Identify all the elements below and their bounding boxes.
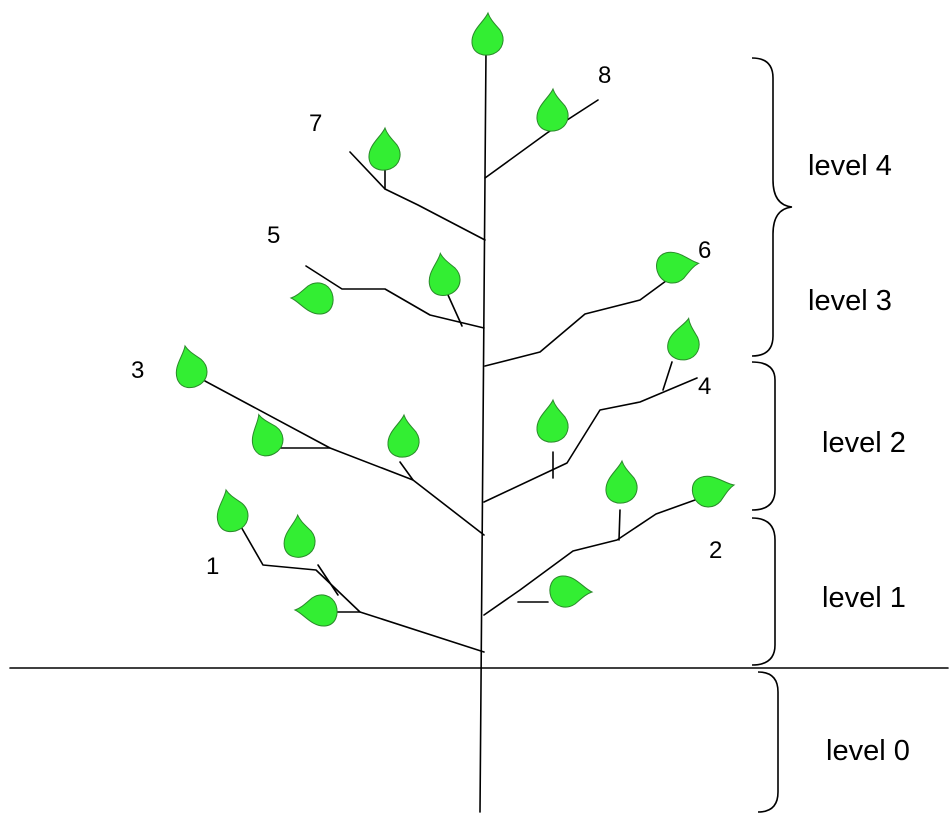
level-3-label: level 3 xyxy=(808,285,892,317)
branch-number-6: 6 xyxy=(698,237,711,264)
leaf-icon xyxy=(653,247,702,286)
level-0-label: level 0 xyxy=(826,735,910,767)
leaf-icon xyxy=(294,594,338,627)
level-1-label: level 1 xyxy=(822,582,906,614)
leaf-icon xyxy=(387,414,420,458)
branch-numbers: 1 2 3 4 5 6 7 8 xyxy=(131,62,722,580)
leaf-icon xyxy=(290,282,334,315)
leaf-icon xyxy=(549,575,593,608)
leaf-icon xyxy=(169,341,211,392)
brace-level-1 xyxy=(751,517,776,666)
branch-1 xyxy=(239,524,485,653)
leaf-icon xyxy=(210,485,252,536)
leaves xyxy=(169,12,739,627)
branch-6 xyxy=(484,277,671,367)
branch-5 xyxy=(305,265,485,329)
level-braces xyxy=(751,57,793,813)
level-2-label: level 2 xyxy=(822,427,906,459)
level-labels: level 4 level 3 level 2 level 1 level 0 xyxy=(808,150,910,767)
branch-3 xyxy=(204,380,485,536)
leaf-icon xyxy=(605,460,638,504)
leaf-icon xyxy=(536,88,569,132)
branch-number-3: 3 xyxy=(131,357,144,384)
branch-2 xyxy=(483,499,696,616)
leaf-icon xyxy=(243,408,288,461)
leaf-icon xyxy=(665,315,705,363)
branch-number-4: 4 xyxy=(698,373,711,400)
branch-8 xyxy=(484,99,599,179)
branch-7 xyxy=(349,151,486,241)
branch-number-2: 2 xyxy=(709,537,722,564)
branch-number-8: 8 xyxy=(598,62,611,89)
brace-level-4 xyxy=(751,57,793,357)
branch-number-5: 5 xyxy=(267,222,280,249)
leaf-icon xyxy=(471,12,504,56)
branch-number-1: 1 xyxy=(206,553,219,580)
main-stem xyxy=(479,49,487,813)
brace-level-2 xyxy=(751,361,776,511)
leaf-icon xyxy=(536,399,569,443)
brace-level-0 xyxy=(757,671,779,813)
branch-4 xyxy=(483,361,698,503)
leaf-icon xyxy=(368,127,401,171)
leaf-icon xyxy=(424,250,463,299)
level-4-label: level 4 xyxy=(808,150,892,182)
branch-number-7: 7 xyxy=(309,110,322,137)
leaf-icon xyxy=(281,513,317,559)
leaf-icon xyxy=(688,469,739,511)
